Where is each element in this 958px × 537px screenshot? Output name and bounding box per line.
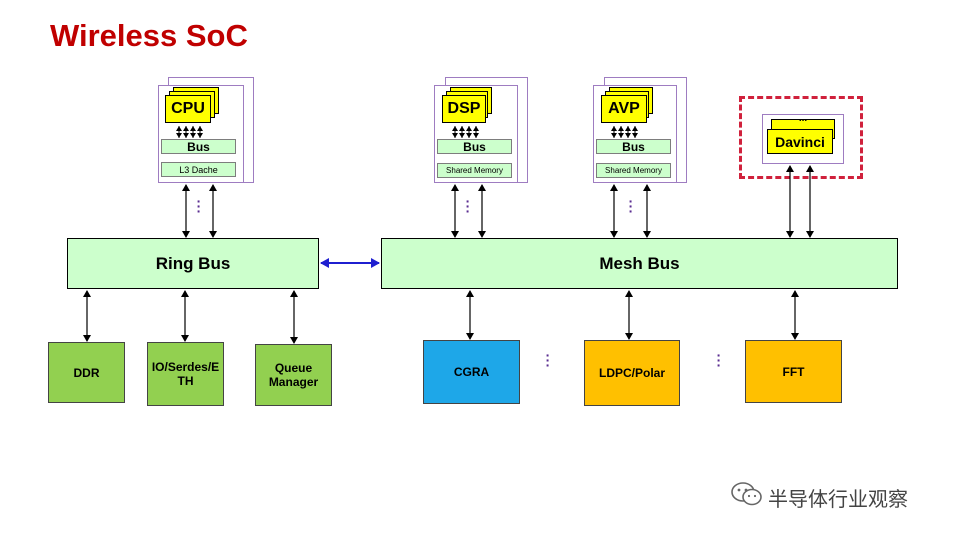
mesh-periph-ellipsis-2: ··· [716, 347, 722, 373]
mesh-periph-ellipsis-1: ··· [545, 347, 551, 373]
avp-link-ellipsis: ··· [628, 193, 634, 219]
davinci-chip: Davinci [767, 129, 833, 154]
avp-internal-arrows [611, 126, 638, 138]
wechat-icon [730, 480, 764, 508]
watermark-text: 半导体行业观察 [768, 487, 908, 511]
ring-bus: Ring Bus [67, 238, 319, 289]
avp-chip: AVP [601, 95, 647, 123]
dsp-shared-memory: Shared Memory [437, 163, 512, 178]
fft-block: FFT [745, 340, 842, 403]
cpu-l3-cache: L3 Dache [161, 162, 236, 177]
queue-manager-block: Queue Manager [255, 344, 332, 406]
dsp-bus: Bus [437, 139, 512, 154]
davinci-dots: ... [798, 113, 808, 124]
dsp-internal-arrows [452, 126, 479, 138]
avp-shared-memory: Shared Memory [596, 163, 671, 178]
davinci-highlight-box [739, 96, 863, 179]
dsp-link-ellipsis: ··· [465, 193, 471, 219]
cgra-block: CGRA [423, 340, 520, 404]
ddr-block: DDR [48, 342, 125, 403]
cpu-bus: Bus [161, 139, 236, 154]
page-title: Wireless SoC [50, 18, 248, 53]
cpu-chip: CPU [165, 95, 211, 123]
dsp-chip: DSP [442, 95, 486, 123]
cpu-link-ellipsis: ··· [196, 193, 202, 219]
cpu-internal-arrows [176, 126, 203, 138]
io-serdes-eth-block: IO/Serdes/E TH [147, 342, 224, 406]
mesh-bus: Mesh Bus [381, 238, 898, 289]
avp-bus: Bus [596, 139, 671, 154]
ldpc-polar-block: LDPC/Polar [584, 340, 680, 406]
